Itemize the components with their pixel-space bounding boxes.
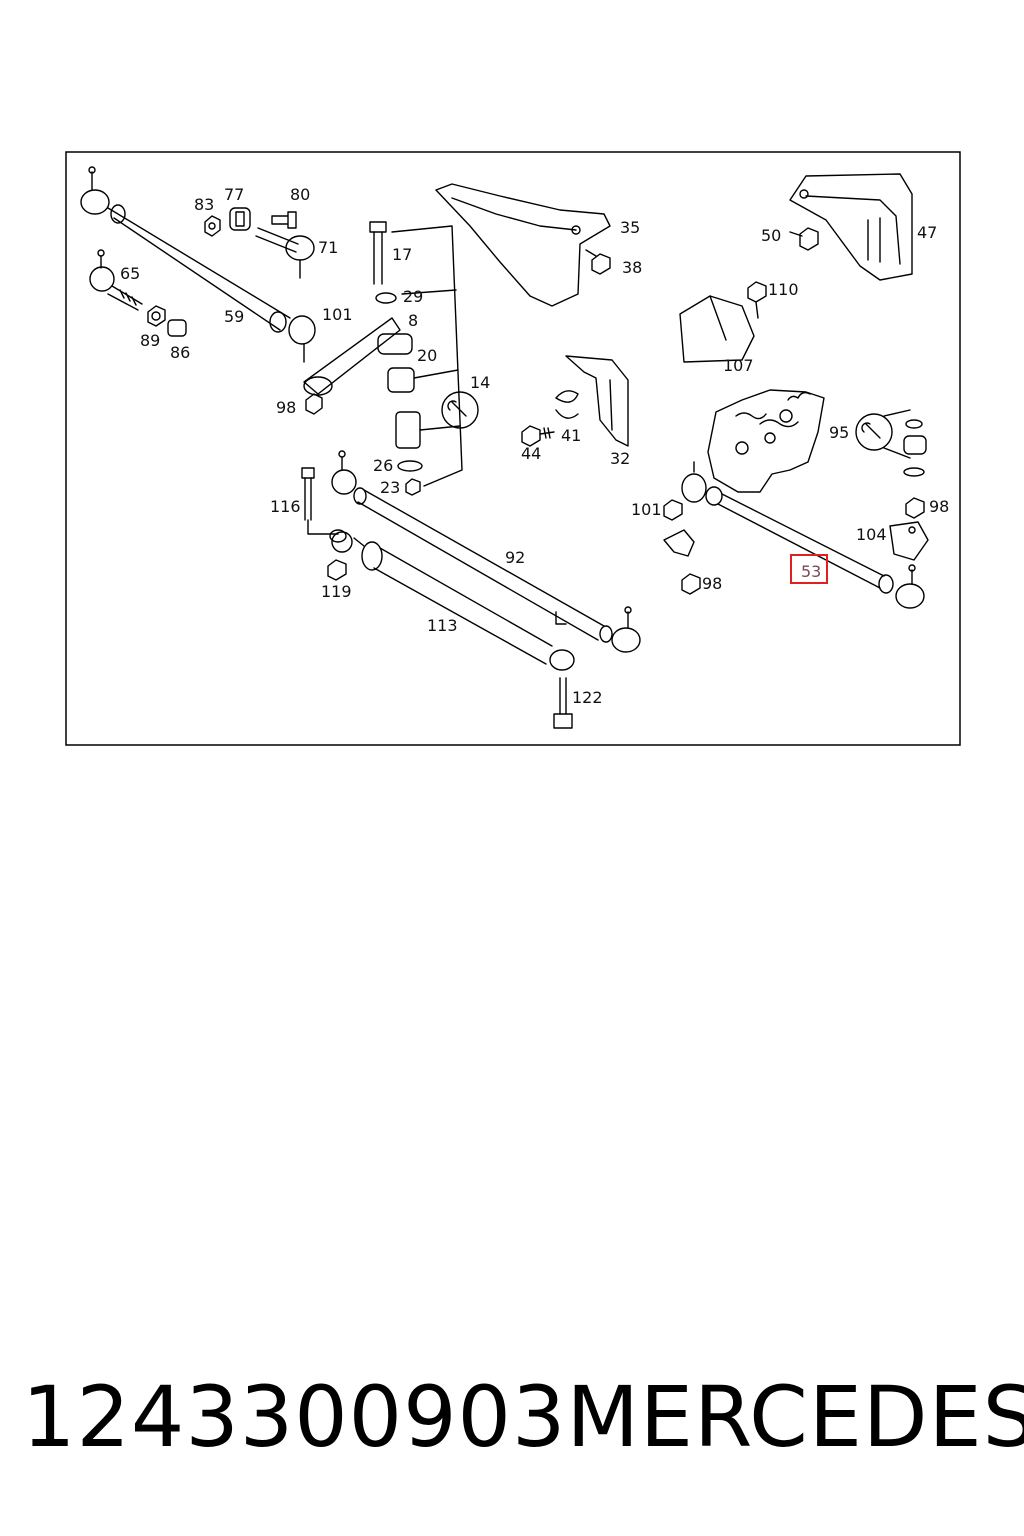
callout-95: 95: [829, 423, 849, 442]
callout-47: 47: [917, 223, 937, 242]
callout-65: 65: [120, 264, 140, 283]
callout-59: 59: [224, 307, 244, 326]
small-parts-right: [855, 409, 929, 561]
callout-8: 8: [408, 311, 418, 330]
callout-71: 71: [318, 238, 338, 257]
callout-77: 77: [224, 185, 244, 204]
callout-83: 83: [194, 195, 214, 214]
parts-diagram: 83 77 80 71 65 59 89 86 101 98 17 29 8 2…: [65, 151, 961, 746]
callout-14: 14: [470, 373, 490, 392]
bracket-32-drawing: [521, 355, 629, 447]
bolt-116-drawing: [301, 467, 347, 581]
callout-107: 107: [723, 356, 754, 375]
callout-92: 92: [505, 548, 525, 567]
callout-38: 38: [622, 258, 642, 277]
callout-98-lower: 98: [702, 574, 722, 593]
drag-link-92-drawing: [331, 450, 641, 653]
callout-17: 17: [392, 245, 412, 264]
callout-116: 116: [270, 497, 301, 516]
callout-119: 119: [321, 582, 352, 601]
callout-53: 53: [801, 562, 821, 581]
callout-35: 35: [620, 218, 640, 237]
callout-122: 122: [572, 688, 603, 707]
callout-98: 98: [276, 398, 296, 417]
callout-50: 50: [761, 226, 781, 245]
diagram-frame: [65, 151, 961, 746]
callout-80: 80: [290, 185, 310, 204]
bracket-47-drawing: [789, 173, 913, 281]
callout-110: 110: [768, 280, 799, 299]
tie-rod-end-65-drawing: [89, 249, 143, 311]
callout-98-right: 98: [929, 497, 949, 516]
small-parts-upper-left: [147, 207, 315, 337]
damper-113-drawing: [331, 531, 575, 729]
callout-20: 20: [417, 346, 437, 365]
brand-name: MERCEDES: [566, 1368, 1024, 1466]
tie-rod-59-drawing: [80, 166, 316, 363]
tie-rod-53-drawing: [663, 461, 925, 609]
callout-labels: 83 77 80 71 65 59 89 86 101 98 17 29 8 2…: [120, 185, 949, 707]
callout-23: 23: [380, 478, 400, 497]
shield-107-drawing: [679, 281, 767, 363]
callout-41: 41: [561, 426, 581, 445]
callout-104: 104: [856, 525, 887, 544]
callout-101-right: 101: [631, 500, 662, 519]
callout-44: 44: [521, 444, 541, 463]
callout-89: 89: [140, 331, 160, 350]
callout-26: 26: [373, 456, 393, 475]
highlight-box-53: [790, 554, 828, 584]
shield-35-drawing: [435, 183, 611, 307]
callout-86: 86: [170, 343, 190, 362]
callout-113: 113: [427, 616, 458, 635]
callout-101: 101: [322, 305, 353, 324]
steering-box-drawing: [707, 389, 825, 493]
caption: 1243300903 MERCEDES: [22, 1362, 1024, 1472]
idler-arm-drawing: [303, 221, 479, 496]
callout-29: 29: [403, 287, 423, 306]
part-number: 1243300903: [22, 1368, 567, 1466]
callout-32: 32: [610, 449, 630, 468]
